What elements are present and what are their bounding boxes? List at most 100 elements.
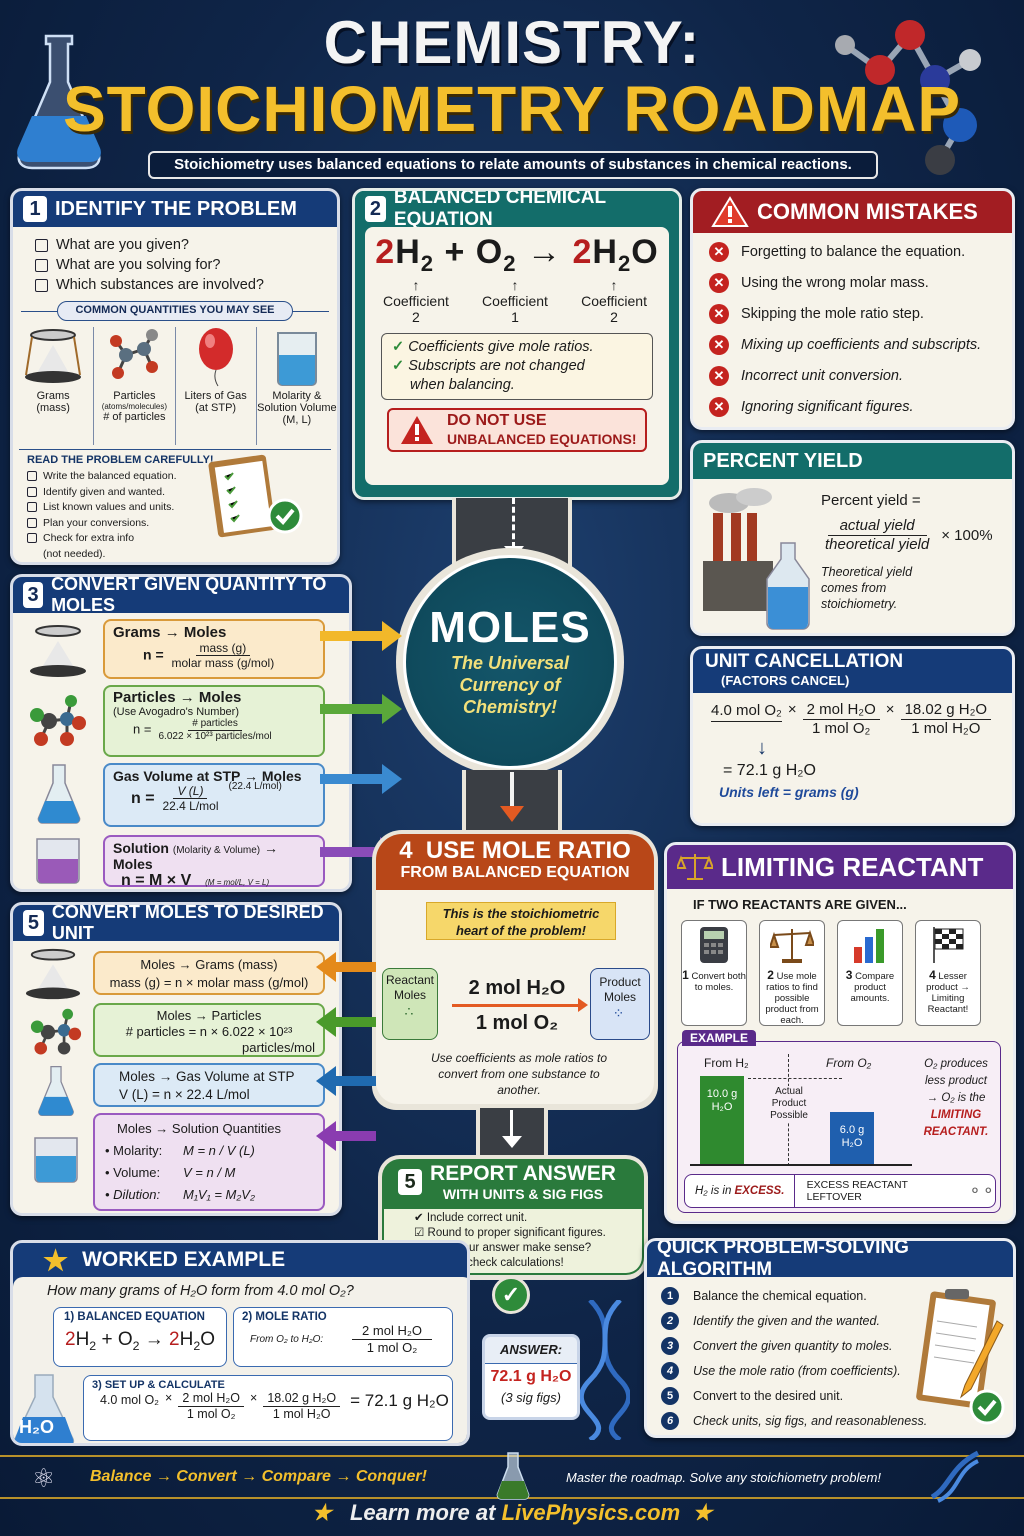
molecule-decoration-icon <box>835 15 1015 185</box>
x-circle-icon: ✕ <box>709 272 729 293</box>
moles-to-particles-box: Moles → Particles# particles = n × 6.022… <box>93 1003 325 1057</box>
algorithm-header: QUICK PROBLEM-SOLVING ALGORITHM <box>647 1241 1013 1280</box>
warning-triangle-icon <box>401 415 433 444</box>
report-item: ☑ Round to proper significant figures. <box>414 1227 606 1239</box>
step1-panel: 1 IDENTIFY THE PROBLEM What are you given… <box>10 188 340 565</box>
star-icon: ★ <box>43 1244 69 1276</box>
molecule-icon: ⚬⚬ <box>968 1183 995 1200</box>
step2-title: BALANCED CHEMICAL EQUATION <box>393 188 606 230</box>
mistake-item: ✕Ignoring significant figures. <box>709 391 1012 422</box>
particles-to-moles-box: Particles → Moles (Use Avogadro's Number… <box>103 685 325 757</box>
bar-h2: 10.0 g H₂O <box>700 1076 744 1164</box>
mistakes-header: COMMON MISTAKES <box>693 191 1012 233</box>
arrow-particles-to-moles <box>320 694 402 724</box>
balloon-icon <box>198 328 233 387</box>
unit-cancellation-panel: UNIT CANCELLATION (FACTORS CANCEL) 4.0 m… <box>690 646 1015 826</box>
read-item[interactable]: Write the balanced equation. <box>27 469 337 485</box>
answer-box: ANSWER: 72.1 g H₂O (3 sig figs) <box>482 1334 580 1420</box>
particles-icon: ∴ <box>404 1003 416 1019</box>
report-check-icon: ✓ <box>492 1276 530 1314</box>
flask-icon <box>496 1452 530 1500</box>
excess-box: H₂ is in EXCESS. EXCESS REACTANT LEFTOVE… <box>684 1174 996 1208</box>
worked-example-panel: ★WORKED EXAMPLE How many grams of H₂O fo… <box>10 1240 470 1446</box>
stoichiometric-heart-banner: This is the stoichiometric heart of the … <box>426 902 616 940</box>
read-item[interactable]: List known values and units. <box>27 500 337 516</box>
x-circle-icon: ✕ <box>709 396 729 417</box>
limiting-header: LIMITING REACTANT <box>667 845 1013 889</box>
limiting-example: EXAMPLE From H₂ From O₂ 10.0 g H₂O Actua… <box>677 1030 1001 1213</box>
dna-helix-icon <box>580 1300 630 1440</box>
molecule-icon <box>30 695 86 746</box>
mistakes-panel: COMMON MISTAKES ✕Forgetting to balance t… <box>690 188 1015 430</box>
step1-title: IDENTIFY THE PROBLEM <box>55 197 297 220</box>
molecule-icon <box>30 1008 82 1055</box>
report-item: ✔ Include correct unit. <box>414 1212 528 1224</box>
mistake-item: ✕Using the wrong molar mass. <box>709 267 1012 298</box>
balance-scale-icon <box>30 625 86 677</box>
mistake-item: ✕Forgetting to balance the equation. <box>709 236 1012 267</box>
arrow-to-particles <box>316 1007 376 1037</box>
quantity-molarity: Molarity &Solution Volume(M, L) <box>257 327 337 445</box>
h2o-flask-icon: H₂O <box>13 1373 75 1443</box>
beaker-purple-icon <box>36 838 80 884</box>
flask-icon <box>37 764 81 824</box>
quantities-heading: COMMON QUANTITIES YOU MAY SEE <box>57 301 293 321</box>
balance-scale-icon <box>25 948 81 1000</box>
down-arrow-icon: ↓ <box>757 737 767 759</box>
reactant-moles-box: Reactant Moles ∴ <box>382 968 438 1040</box>
limiting-step-1: 1 Convert both to moles. <box>681 920 747 1026</box>
mistake-item: ✕Incorrect unit conversion. <box>709 360 1012 391</box>
footer-tagline: Master the roadmap. Solve any stoichiome… <box>566 1470 882 1485</box>
x-circle-icon: ✕ <box>709 241 729 262</box>
moles-to-grams-box: Moles → Grams (mass)mass (g) = n × molar… <box>93 951 325 995</box>
read-item[interactable]: Check for extra info <box>27 531 337 547</box>
worked-box-3: 3) SET UP & CALCULATE 4.0 mol O₂× 2 mol … <box>83 1375 453 1441</box>
balance-icon <box>768 929 816 963</box>
page-subtitle: Stoichiometry uses balanced equations to… <box>148 151 878 179</box>
arrow-gas-to-moles <box>320 764 402 794</box>
particles-icon: ⁘ <box>612 1005 628 1021</box>
step1-question-1[interactable]: What are you given? <box>35 235 337 255</box>
scales-icon <box>677 854 713 880</box>
step1-number: 1 <box>23 196 47 222</box>
read-item[interactable]: Plan your conversions. <box>27 516 337 532</box>
atom-icon: ⚛ <box>32 1463 56 1493</box>
x-circle-icon: ✕ <box>709 303 729 324</box>
mole-ratio: 2 mol H₂O 1 mol O₂ <box>452 976 588 1035</box>
checkbox-icon[interactable] <box>35 278 48 292</box>
step1-question-2[interactable]: What are you solving for? <box>35 255 337 275</box>
arrow-to-solution <box>316 1121 376 1151</box>
footer-band: ⚛ Balance → Convert → Compare → Conquer!… <box>0 1450 1024 1503</box>
arrow-grams-to-moles <box>320 621 402 651</box>
balanced-equation: 2H2 + O2 → 2H2O <box>375 233 659 276</box>
checkbox-icon[interactable] <box>35 258 48 272</box>
dna-icon <box>930 1450 980 1503</box>
solution-to-moles-box: Solution (Molarity & Volume) → Moles n =… <box>103 835 325 889</box>
learn-more-link[interactable]: ★ Learn more at LivePhysics.com ★ <box>311 1500 713 1525</box>
checkbox-icon[interactable] <box>35 238 48 252</box>
read-item[interactable]: Identify given and wanted. <box>27 485 337 501</box>
product-moles-box: Product Moles ⁘ <box>590 968 650 1040</box>
limiting-step-2: 2 Use mole ratios to find possible produ… <box>759 920 825 1026</box>
step1-question-3[interactable]: Which substances are involved? <box>35 275 337 295</box>
road-to-step4 <box>462 770 562 834</box>
quantity-particles: Particles(atoms/molecules)# of particles <box>94 327 176 445</box>
molecule-icon <box>110 329 159 379</box>
moles-to-solution-box: Moles → Solution Quantities • Molarity:M… <box>93 1113 325 1211</box>
footer-motto: Balance → Convert → Compare → Conquer! <box>90 1468 427 1485</box>
